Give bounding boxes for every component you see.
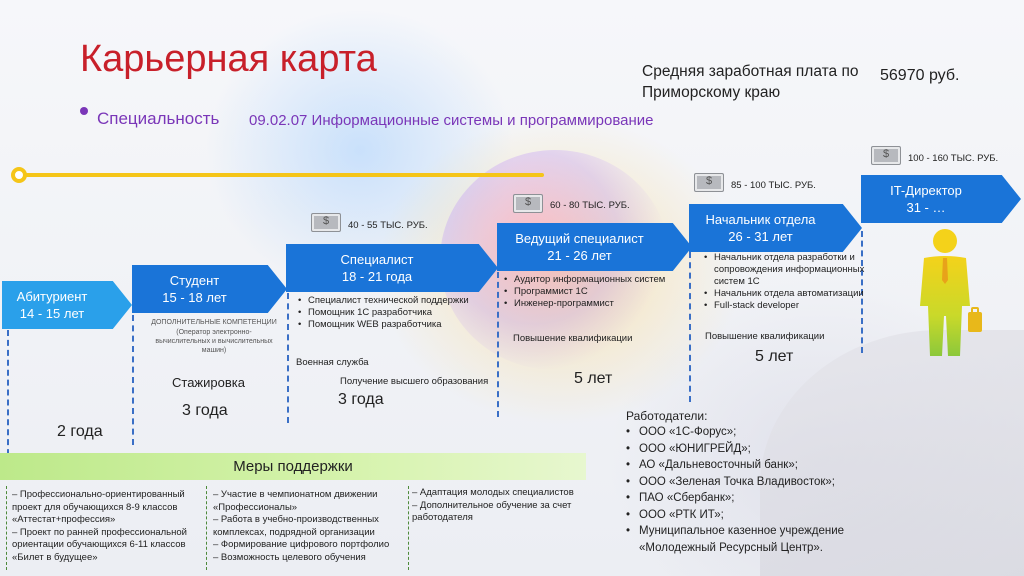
employer-item: ООО «Зеленая Точка Владивосток»; xyxy=(626,474,844,491)
duration-specialist: 3 года xyxy=(338,391,384,408)
support-item: – Дополнительное обучение за счет работо… xyxy=(412,499,572,524)
step-lead-arrow: Ведущий специалист 21 - 26 лет xyxy=(497,223,692,271)
step-title: Абитуриент xyxy=(16,289,88,304)
lead-qualification-note: Повышение квалификации xyxy=(513,333,633,344)
list-item: Помощник 1С разработчика xyxy=(296,307,496,319)
salary-range-director: 100 - 160 ТЫС. РУБ. xyxy=(908,153,999,164)
list-item: Full-stack developer xyxy=(702,300,872,312)
specialist-positions-list: Специалист технической поддержки Помощни… xyxy=(296,295,496,331)
money-bill-icon xyxy=(513,194,543,213)
list-item: Помощник WEB разработчика xyxy=(296,319,496,331)
step-years: 21 - 26 лет xyxy=(547,248,612,263)
support-item: – Формирование цифрового портфолио xyxy=(213,539,390,550)
competencies-title: ДОПОЛНИТЕЛЬНЫЕ КОМПЕТЕНЦИИ xyxy=(151,319,277,326)
list-item: Инженер-программист xyxy=(502,298,692,310)
list-item: Программист 1С xyxy=(502,286,692,298)
support-item: – Работа в учебно-производственных компл… xyxy=(213,514,379,538)
salary-range-head: 85 - 100 ТЫС. РУБ. xyxy=(731,180,816,191)
employer-item: Муниципальное казенное учреждение xyxy=(626,523,844,540)
duration-lead: 5 лет xyxy=(574,370,613,387)
support-column-2: – Участие в чемпионатном движении «Профе… xyxy=(213,489,403,564)
step-years: 14 - 15 лет xyxy=(19,306,85,321)
support-column-3: – Адаптация молодых специалистов – Допол… xyxy=(412,487,592,525)
list-item: Начальник отдела разработки и сопровожде… xyxy=(702,252,872,288)
step-years: 15 - 18 лет xyxy=(162,290,227,305)
step-years: 18 - 21 года xyxy=(341,269,413,284)
timeline-bar xyxy=(22,173,544,177)
step-director-arrow: IT-Директор 31 - … xyxy=(861,175,1021,223)
step-specialist-arrow: Специалист 18 - 21 года xyxy=(286,244,498,292)
specialty-label: Специальность xyxy=(97,109,220,128)
column-separator xyxy=(206,486,207,570)
internship-label: Стажировка xyxy=(172,375,245,390)
step-title: Специалист xyxy=(340,252,414,267)
money-bill-icon xyxy=(871,146,901,165)
head-qualification-note: Повышение квалификации xyxy=(705,331,825,342)
support-measures-header: Меры поддержки xyxy=(0,453,586,480)
support-item: – Проект по ранней профессиональной орие… xyxy=(12,526,187,563)
support-item: – Возможность целевого обучения xyxy=(213,551,366,563)
step-years: 31 - … xyxy=(906,200,946,215)
employer-item: ПАО «Сбербанк»; xyxy=(626,490,844,507)
list-item: Специалист технической поддержки xyxy=(296,295,496,307)
employers-title: Работодатели: xyxy=(626,409,708,423)
step-applicant-arrow: Абитуриент 14 - 15 лет xyxy=(2,281,132,329)
salary-range-specialist: 40 - 55 ТЫС. РУБ. xyxy=(348,220,428,231)
support-item: – Адаптация молодых специалистов xyxy=(412,487,574,498)
step-title: Студент xyxy=(169,273,220,288)
duration-applicant: 2 года xyxy=(57,423,103,440)
support-column-1: – Профессионально-ориентированный проект… xyxy=(12,489,200,564)
average-salary-value: 56970 руб. xyxy=(880,67,960,84)
salary-range-lead: 60 - 80 ТЫС. РУБ. xyxy=(550,200,630,211)
specialty-bullet xyxy=(80,107,88,115)
average-salary-label: Средняя заработная плата по Приморскому … xyxy=(642,63,859,101)
dashed-marker xyxy=(132,315,134,445)
duration-head: 5 лет xyxy=(755,348,794,365)
employer-item: ООО «ЮНИГРЕЙД»; xyxy=(626,441,844,458)
money-bill-icon xyxy=(311,213,341,232)
step-student-arrow: Студент 15 - 18 лет xyxy=(132,265,287,313)
column-separator xyxy=(6,486,7,570)
list-item: Начальник отдела автоматизации xyxy=(702,288,872,300)
duration-student: 3 года xyxy=(182,402,228,419)
higher-education-note: Получение высшего образования xyxy=(340,376,489,387)
step-head-arrow: Начальник отдела 26 - 31 лет xyxy=(689,204,862,252)
head-positions-list: Начальник отдела разработки и сопровожде… xyxy=(702,252,872,312)
step-years: 26 - 31 лет xyxy=(728,229,793,244)
employer-item: ООО «1С-Форус»; xyxy=(626,424,844,441)
dashed-marker xyxy=(689,252,691,402)
step-title: Начальник отдела xyxy=(705,212,816,227)
employers-list: ООО «1С-Форус»; ООО «ЮНИГРЕЙД»; АО «Даль… xyxy=(626,424,844,556)
money-bill-icon xyxy=(694,173,724,192)
step-title: IT-Директор xyxy=(890,183,962,198)
page-title: Карьерная карта xyxy=(80,38,377,80)
dashed-marker xyxy=(287,293,289,423)
employer-item: ООО «РТК ИТ»; xyxy=(626,507,844,524)
dashed-marker xyxy=(497,272,499,417)
list-item: Аудитор информационных систем xyxy=(502,274,692,286)
competencies-detail: (Оператор электронно-вычислительных и вы… xyxy=(155,329,273,354)
support-item: – Профессионально-ориентированный проект… xyxy=(12,489,185,525)
military-service-note: Военная служба xyxy=(296,357,369,368)
employer-item-continuation: «Молодежный Ресурсный Центр». xyxy=(639,541,823,554)
column-separator xyxy=(408,486,409,570)
support-item: – Участие в чемпионатном движении «Профе… xyxy=(213,489,378,513)
lead-positions-list: Аудитор информационных систем Программис… xyxy=(502,274,692,310)
dashed-marker xyxy=(7,330,9,465)
employer-item: АО «Дальневосточный банк»; xyxy=(626,457,844,474)
specialty-value: 09.02.07 Информационные системы и програ… xyxy=(249,112,654,129)
timeline-start-dot xyxy=(11,167,27,183)
step-title: Ведущий специалист xyxy=(515,231,644,246)
businessman-icon xyxy=(920,229,982,356)
